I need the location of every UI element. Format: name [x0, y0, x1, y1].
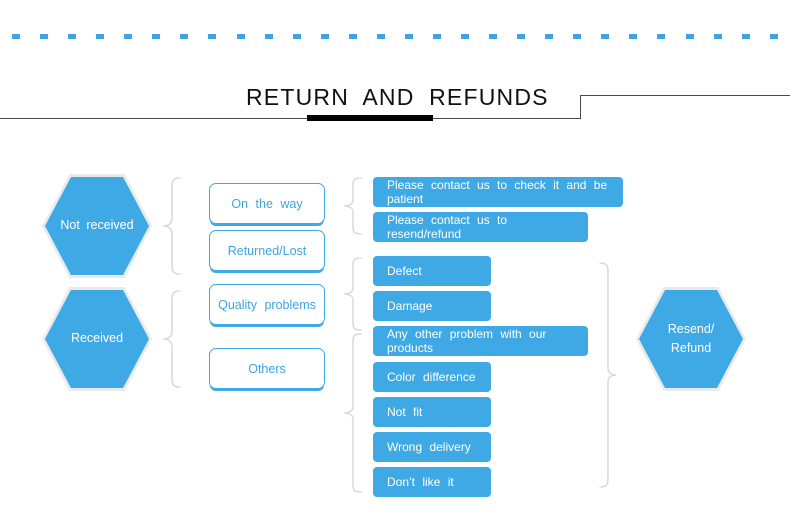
card-quality-problems[interactable]: Quality problems: [209, 280, 325, 325]
header-accent-bar: [307, 115, 433, 121]
divider-dash: [348, 34, 357, 39]
divider-dash: [432, 34, 441, 39]
header-rule-step: [580, 95, 581, 119]
divider-dash: [573, 34, 582, 39]
divider-dash: [12, 34, 20, 39]
divider-dash: [40, 34, 49, 39]
divider-dash: [124, 34, 133, 39]
card-label: Defect: [387, 264, 422, 278]
divider-dash: [264, 34, 273, 39]
divider-dash: [461, 34, 469, 39]
card-label: Please contact us to resend/refund: [387, 213, 508, 241]
card-label: Others: [248, 361, 286, 376]
card-others[interactable]: Others: [209, 344, 325, 389]
hexagon-label-line-2: Refund: [670, 341, 712, 355]
hexagon-label: Not received: [60, 218, 134, 233]
divider-dash: [713, 34, 722, 39]
divider-dash: [657, 34, 666, 39]
hexagon-received[interactable]: Received: [45, 290, 149, 388]
divider-dash: [152, 34, 161, 39]
card-label: On the way: [231, 196, 303, 211]
divider-dash: [685, 34, 694, 39]
card-label: Wrong delivery: [387, 440, 471, 454]
card-label: Color difference: [387, 370, 476, 384]
card-color-difference[interactable]: Color difference: [373, 362, 491, 392]
brace-others: [341, 332, 363, 494]
page-title: RETURN AND REFUNDS: [246, 84, 549, 110]
divider-dash: [404, 34, 413, 39]
top-dotted-divider: [12, 34, 778, 39]
card-label: Please contact us to check it and be pat…: [387, 178, 608, 206]
card-wrong-delivery[interactable]: Wrong delivery: [373, 432, 491, 462]
card-returned-lost[interactable]: Returned/Lost: [209, 226, 325, 271]
card-label: Damage: [387, 299, 433, 313]
header-rule-right: [580, 95, 790, 96]
divider-dash: [320, 34, 329, 39]
divider-dash: [517, 34, 526, 39]
card-any-other-problem[interactable]: Any other problem with our products: [373, 326, 588, 356]
divider-dash: [96, 34, 105, 39]
card-contact-resend-refund[interactable]: Please contact us to resend/refund: [373, 212, 588, 242]
card-label: Not fit: [387, 405, 423, 419]
divider-dash: [545, 34, 554, 39]
brace-on-the-way: [341, 176, 363, 236]
hexagon-label: Received: [70, 331, 124, 346]
brace-not-received: [160, 176, 182, 276]
divider-dash: [208, 34, 217, 39]
divider-dash: [292, 34, 301, 39]
divider-dash: [489, 34, 498, 39]
card-label: Don’t like it: [387, 475, 454, 489]
brace-outcome: [598, 261, 618, 491]
hexagon-label-line-1: Resend/: [667, 321, 715, 336]
card-damage[interactable]: Damage: [373, 291, 491, 321]
brace-received: [160, 289, 182, 389]
brace-quality-problems: [341, 256, 363, 332]
divider-dash: [68, 34, 77, 39]
card-contact-check-patient[interactable]: Please contact us to check it and be pat…: [373, 177, 623, 207]
divider-dash: [376, 34, 385, 39]
card-on-the-way[interactable]: On the way: [209, 179, 325, 224]
divider-dash: [180, 34, 189, 39]
card-label: Any other problem with our products: [387, 327, 547, 355]
card-defect[interactable]: Defect: [373, 256, 491, 286]
divider-dash: [741, 34, 750, 39]
card-label: Returned/Lost: [227, 243, 307, 258]
divider-dash: [236, 34, 245, 39]
header-rule-left: [0, 118, 580, 119]
card-not-fit[interactable]: Not fit: [373, 397, 491, 427]
divider-dash: [601, 34, 610, 39]
divider-dash: [769, 34, 778, 39]
card-label: Quality problems: [218, 297, 316, 312]
divider-dash: [629, 34, 638, 39]
card-dont-like-it[interactable]: Don’t like it: [373, 467, 491, 497]
